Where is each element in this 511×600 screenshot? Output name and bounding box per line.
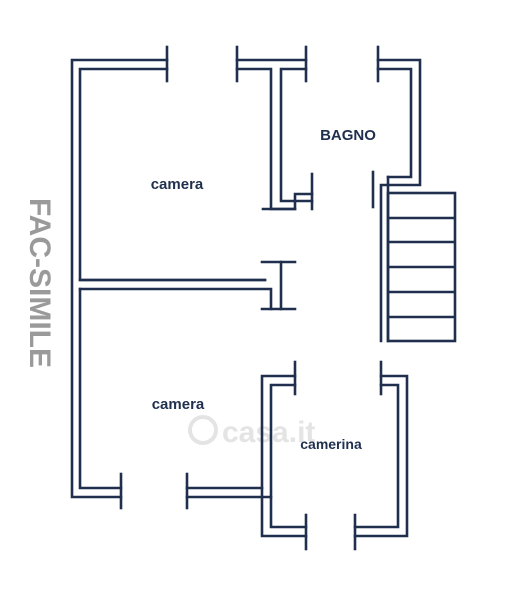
brand-watermark-text: casa.it: [222, 416, 315, 449]
room-label-bedroom-bottom: camera: [152, 396, 205, 413]
middle-wall-lower: [78, 287, 273, 311]
room-label-bathroom: BAGNO: [320, 127, 376, 144]
camerina-right-inner: [353, 383, 400, 529]
camerina-left-inner: [269, 383, 308, 529]
inner-wall-left-top: [78, 67, 267, 282]
stair-wall-outer: [379, 183, 390, 343]
wall-bath-left: [279, 67, 314, 203]
camerina-left-outer: [260, 374, 308, 538]
bath-door-step: [261, 192, 314, 211]
outer-wall-left: [70, 58, 169, 499]
camerina-right-outer: [353, 374, 409, 538]
bedroom-bottom-walls: [78, 287, 273, 510]
small-bedroom-walls: [260, 360, 409, 551]
wall-bedroom-right: [235, 67, 297, 211]
bedroom-bottom-left-inner: [78, 287, 123, 490]
fac-simile-watermark: FAC-SIMILE: [23, 198, 56, 368]
room-label-bedroom-top: camera: [151, 176, 204, 193]
bath-wall-right-outer: [376, 58, 422, 187]
brand-watermark: casa.it: [188, 415, 315, 449]
room-label-small-bedroom: camerina: [300, 436, 362, 452]
brand-logo-icon: [188, 415, 218, 445]
bath-wall-right-inner: [376, 67, 413, 179]
central-partition-walls: [235, 45, 314, 211]
bathroom-walls: [371, 45, 422, 209]
staircase: [379, 175, 457, 343]
middle-wall: [78, 260, 297, 311]
